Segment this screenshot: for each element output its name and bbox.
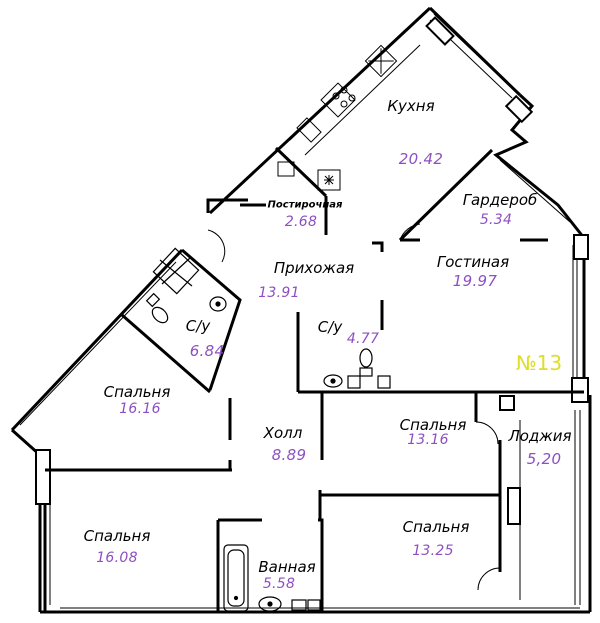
room-name-entrance-hall: Прихожая (273, 259, 355, 277)
room-area-hall: 8.89 (271, 446, 307, 464)
apartment-number: №13 (515, 351, 563, 375)
room-area-bath: 5.58 (262, 576, 296, 592)
room-area-bathroom-a: 6.84 (189, 342, 225, 360)
room-name-bedroom-d: Спальня (402, 518, 470, 536)
room-name-hall: Холл (263, 424, 303, 442)
bathroom-fixtures (145, 247, 391, 612)
room-area-living-room: 19.97 (452, 272, 498, 290)
room-name-loggia: Лоджия (508, 427, 572, 445)
room-area-wardrobe: 5.34 (479, 212, 513, 228)
room-area-bedroom-b: 13.16 (407, 432, 449, 448)
room-area-bedroom-c: 16.08 (96, 550, 138, 566)
exterior-walls (10, 6, 592, 614)
room-name-bath: Ванная (258, 558, 316, 576)
room-name-bedroom-c: Спальня (83, 527, 151, 545)
room-area-loggia: 5,20 (526, 450, 562, 468)
room-name-wardrobe: Гардероб (462, 191, 538, 209)
room-area-laundry: 2.68 (284, 214, 318, 230)
kitchen-furniture (277, 29, 421, 191)
room-name-living-room: Гостиная (436, 253, 510, 271)
room-name-bedroom-a: Спальня (103, 383, 171, 401)
doors (207, 223, 501, 591)
room-name-laundry: Постирочная (267, 199, 343, 211)
room-name-bedroom-b: Спальня (399, 416, 467, 434)
room-area-kitchen: 20.42 (398, 150, 444, 168)
room-area-bedroom-a: 16.16 (119, 401, 161, 417)
room-name-bathroom-a: С/у (185, 317, 211, 335)
room-area-bathroom-b: 4.77 (346, 331, 380, 347)
room-area-entrance-hall: 13.91 (258, 285, 300, 301)
room-name-kitchen: Кухня (387, 97, 435, 115)
room-name-bathroom-b: С/у (317, 318, 343, 336)
room-area-bedroom-d: 13.25 (412, 543, 454, 559)
windows (19, 13, 581, 609)
window-frames (35, 16, 589, 525)
